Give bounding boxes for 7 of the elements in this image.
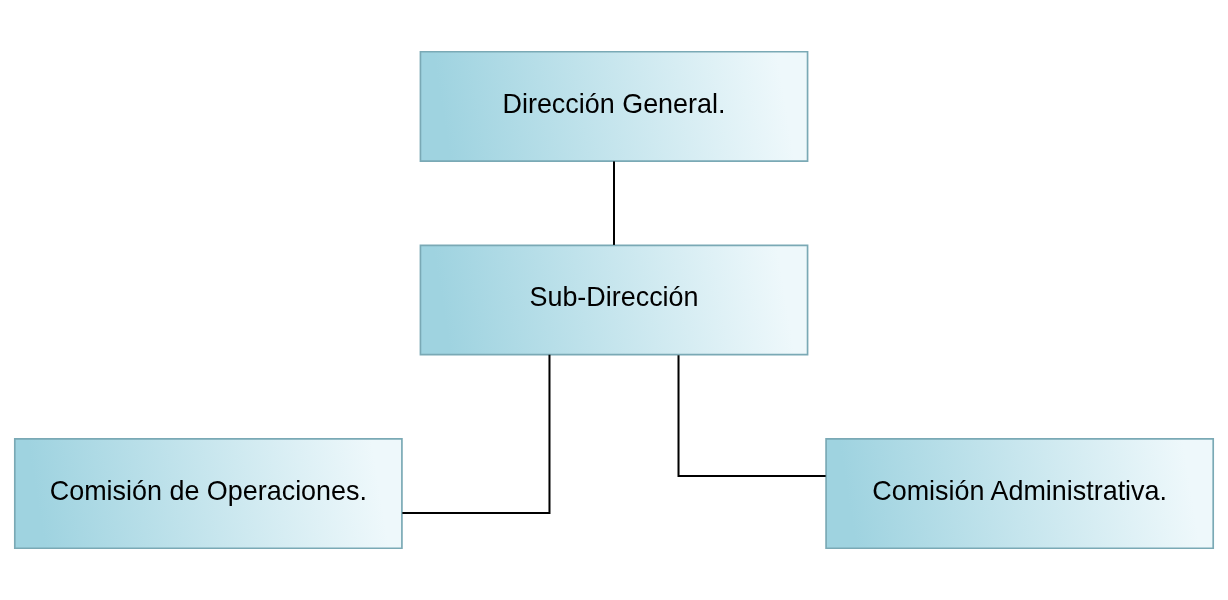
connector xyxy=(402,354,551,514)
node-box: Comisión de Operaciones. xyxy=(13,438,403,550)
node-box: Sub-Dirección xyxy=(419,244,809,356)
node-box: Dirección General. xyxy=(419,50,809,162)
connector xyxy=(613,161,615,245)
connector xyxy=(677,355,826,477)
node-box: Comisión Administrativa. xyxy=(825,438,1215,550)
